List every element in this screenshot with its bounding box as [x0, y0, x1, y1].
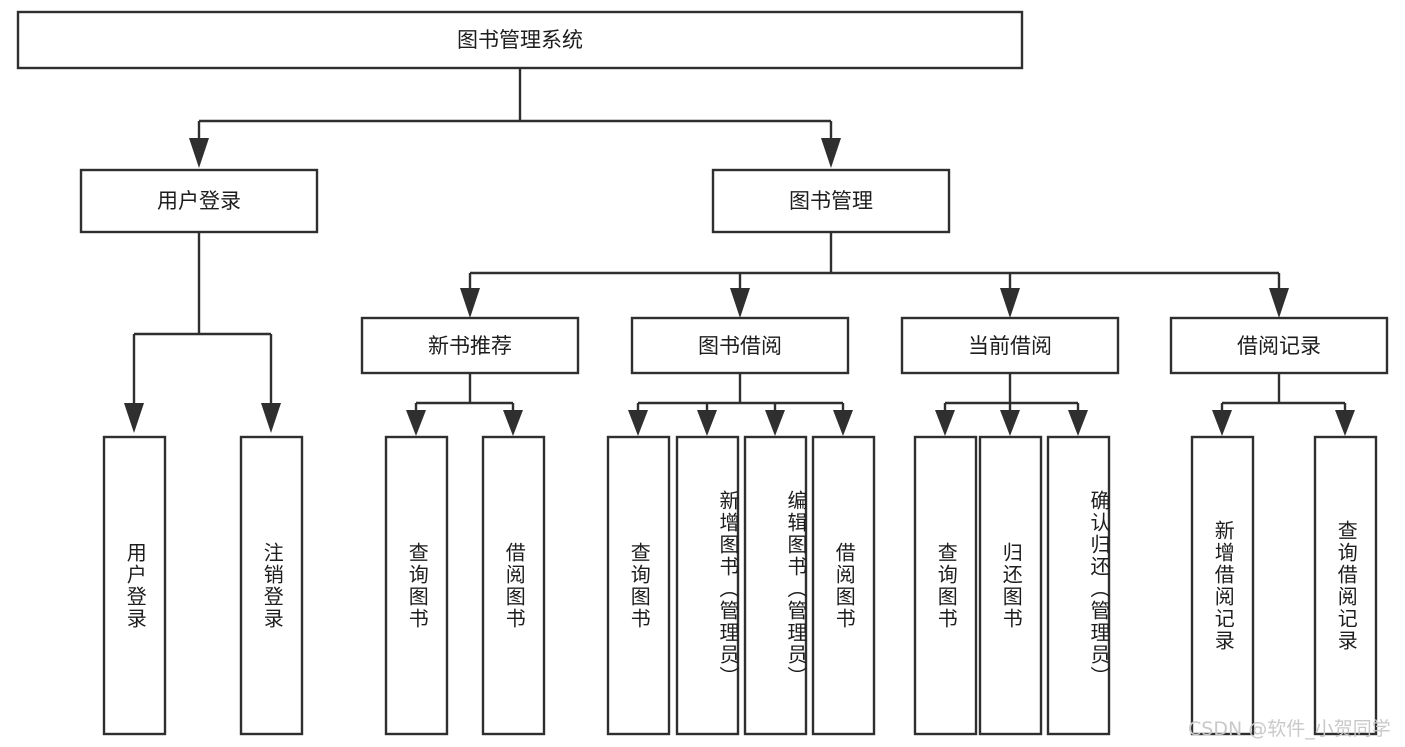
- arrow-head-cb-leaf-1: [935, 410, 955, 436]
- leaf-box-cb-2[interactable]: [978, 435, 1043, 736]
- connectors-book-mgmt-to-level3: [460, 232, 1289, 318]
- node-current-borrow-label: 当前借阅: [968, 334, 1052, 358]
- leaf-box-bb-2[interactable]: [675, 435, 740, 736]
- leaf-box-nbr-2[interactable]: [481, 435, 546, 736]
- leaf-box-bb-4[interactable]: [811, 435, 876, 736]
- arrow-head-nbr-leaf-1: [406, 410, 426, 436]
- arrow-head-nbr-leaf-2: [503, 410, 523, 436]
- leaf-box-cb-1[interactable]: [913, 435, 978, 736]
- leaf-box-user-login-1[interactable]: [102, 435, 167, 736]
- leaf-boxes-book-borrow: [606, 435, 876, 736]
- arrow-head-bb-leaf-1: [628, 410, 648, 436]
- arrow-head-br-leaf-2: [1335, 410, 1355, 436]
- leaf-boxes-user-login: [102, 435, 304, 736]
- node-current-borrow[interactable]: 当前借阅: [900, 316, 1120, 375]
- node-root-box[interactable]: [16, 10, 1024, 70]
- node-book-management[interactable]: 图书管理: [711, 168, 951, 234]
- node-borrow-record[interactable]: 借阅记录: [1169, 316, 1389, 375]
- leaf-box-nbr-1[interactable]: [384, 435, 449, 736]
- node-root[interactable]: 图书管理系统: [16, 10, 1024, 70]
- arrow-head-new-book-recommend: [460, 288, 480, 318]
- node-borrow-record-box[interactable]: [1169, 316, 1389, 375]
- leaf-box-user-login-2[interactable]: [239, 435, 304, 736]
- leaf-box-br-1[interactable]: [1190, 435, 1255, 736]
- node-book-management-label: 图书管理: [789, 189, 873, 213]
- connectors-root-to-level2: [189, 68, 841, 168]
- node-book-borrow-box[interactable]: [630, 316, 850, 375]
- connectors-borrow-record-to-leaves: [1212, 373, 1355, 436]
- leaf-box-bb-1[interactable]: [606, 435, 671, 736]
- arrow-head-book-borrow: [730, 288, 750, 318]
- node-new-book-recommend-box[interactable]: [360, 316, 580, 375]
- node-new-book-recommend-label: 新书推荐: [428, 334, 512, 358]
- node-book-borrow-label: 图书借阅: [698, 334, 782, 358]
- leaf-boxes-new-book-recommend: [384, 435, 546, 736]
- leaf-box-bb-3[interactable]: [743, 435, 808, 736]
- arrow-head-cb-leaf-3: [1068, 410, 1088, 436]
- arrow-head-bb-leaf-3: [765, 410, 785, 436]
- leaf-box-cb-3[interactable]: [1046, 435, 1111, 736]
- leaf-boxes-current-borrow: [913, 435, 1111, 736]
- connectors-book-borrow-to-leaves: [628, 373, 853, 436]
- node-user-login-box[interactable]: [79, 168, 319, 234]
- arrow-head-cb-leaf-2: [1000, 410, 1020, 436]
- node-book-borrow[interactable]: 图书借阅: [630, 316, 850, 375]
- node-new-book-recommend[interactable]: 新书推荐: [360, 316, 580, 375]
- node-user-login[interactable]: 用户登录: [79, 168, 319, 234]
- node-root-label: 图书管理系统: [457, 28, 583, 52]
- connectors-user-login-to-leaves: [124, 232, 281, 433]
- arrow-head-book-mgmt: [821, 138, 841, 168]
- arrow-head-bb-leaf-2: [697, 410, 717, 436]
- connectors-new-book-recommend-to-leaves: [406, 373, 523, 436]
- arrow-head-current-borrow: [1000, 288, 1020, 318]
- node-borrow-record-label: 借阅记录: [1237, 334, 1321, 358]
- arrow-head-leaf-logout: [261, 403, 281, 433]
- leaf-boxes-borrow-record: [1190, 435, 1378, 736]
- leaf-box-br-2[interactable]: [1313, 435, 1378, 736]
- csdn-watermark: CSDN @软件_小贺同学: [1188, 718, 1391, 740]
- arrow-head-borrow-record: [1269, 288, 1289, 318]
- node-user-login-label: 用户登录: [157, 189, 241, 213]
- arrow-head-leaf-user-login: [124, 403, 144, 433]
- arrow-head-br-leaf-1: [1212, 410, 1232, 436]
- node-current-borrow-box[interactable]: [900, 316, 1120, 375]
- arrow-head-user-login: [189, 138, 209, 168]
- arrow-head-bb-leaf-4: [833, 410, 853, 436]
- connectors-current-borrow-to-leaves: [935, 373, 1088, 436]
- node-book-management-box[interactable]: [711, 168, 951, 234]
